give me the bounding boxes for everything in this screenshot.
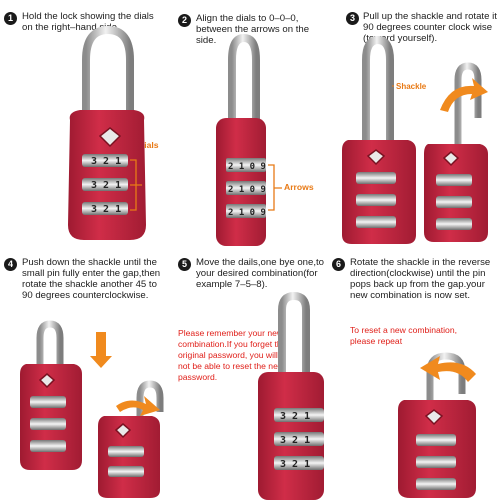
lock-2: 2 1 0 9 2 1 0 9 2 1 0 9	[216, 33, 282, 246]
lock-3a-dial-2	[356, 194, 396, 206]
lock-4a-shackle	[36, 320, 64, 368]
lock-4a	[20, 320, 112, 470]
lock-1-shackle	[82, 25, 134, 125]
lock-6-dial-3	[416, 478, 456, 490]
rotate-arrow-icon	[116, 396, 160, 416]
lock-1-dial-1	[82, 154, 128, 167]
lock-5-dial-digits-3: 3 2 1	[280, 459, 310, 470]
lock-6-body	[398, 400, 476, 498]
step-5-text: Move the dails,one bye one,to your desir…	[196, 257, 325, 290]
lock-3b-dial-2	[436, 196, 472, 208]
step-5-number: 5	[178, 258, 191, 271]
lock-2-shackle	[228, 33, 260, 128]
lock-3b-dial-3	[436, 218, 472, 230]
lock-3a-shackle	[362, 35, 394, 148]
step-3-number: 3	[346, 12, 359, 25]
lock-3b-dial-1	[436, 174, 472, 186]
lock-4b-shackle	[136, 380, 164, 420]
lock-4a-dial-2	[30, 418, 66, 430]
lock-5-dial-3	[274, 456, 324, 470]
dials-bracket	[130, 159, 142, 211]
down-arrow-icon	[90, 332, 112, 368]
step-6-text: Rotate the shackle in the reverse direct…	[350, 257, 491, 301]
tsa-diamond-icon	[366, 149, 386, 166]
arrows-bracket	[268, 164, 282, 211]
dials-label: Dials	[138, 140, 159, 150]
lock-1-dial-2	[82, 178, 128, 191]
lock-4a-dial-3	[30, 440, 66, 452]
shackle-label: Shackle	[396, 82, 427, 91]
lock-5-dial-digits-2: 3 2 1	[280, 435, 310, 446]
step-2-number: 2	[178, 14, 191, 27]
rotate-back-arrow-icon	[420, 356, 476, 382]
rotate-arrow-icon	[440, 78, 488, 112]
lock-2-dial-3	[226, 204, 266, 218]
tsa-diamond-icon	[114, 423, 132, 439]
lock-6-dial-2	[416, 456, 456, 468]
lock-4b	[98, 380, 164, 498]
lock-2-dial-digits-3: 2 1 0 9	[228, 208, 266, 218]
tsa-diamond-icon	[424, 409, 444, 426]
lock-5-dial-2	[274, 432, 324, 446]
tsa-diamond-icon	[98, 127, 122, 148]
lock-1-dial-digits-2: 3 2 1	[91, 180, 121, 191]
lock-2-dial-2	[226, 181, 266, 195]
step-1-number: 1	[4, 12, 17, 25]
lock-4b-dial-2	[108, 466, 144, 477]
lock-1-dial-digits-3: 3 2 1	[91, 204, 121, 215]
lock-4b-dial-1	[108, 446, 144, 457]
lock-2-dial-1	[226, 158, 266, 172]
step-2-text: Align the dials to 0–0–0, between the ar…	[196, 13, 310, 46]
lock-3a-dial-1	[356, 172, 396, 184]
step-1-text: Hold the lock showing the dials on the r…	[22, 11, 154, 33]
step-3-text: Pull up the shackle and rotate it 90 deg…	[363, 11, 497, 44]
lock-1-dial-digits-1: 3 2 1	[91, 156, 121, 167]
lock-3b	[424, 62, 488, 242]
remember-note: Please remember your new combination.If …	[178, 328, 287, 382]
step-4-text: Push down the shackle until the small pi…	[22, 257, 161, 301]
lock-2-dial-digits-2: 2 1 0 9	[228, 185, 266, 195]
tsa-diamond-icon	[442, 151, 460, 167]
step-4-number: 4	[4, 258, 17, 271]
lock-5-dial-1	[274, 408, 324, 422]
lock-5-dial-digits-1: 3 2 1	[280, 411, 310, 422]
lock-5-shackle	[278, 291, 310, 378]
lock-3b-shackle	[454, 62, 482, 152]
lock-6	[398, 352, 476, 498]
step-6-number: 6	[332, 258, 345, 271]
tsa-diamond-icon	[38, 373, 56, 389]
arrows-label: Arrows	[284, 182, 314, 192]
reset-note: To reset a new combination, please repea…	[350, 325, 458, 346]
lock-3a	[342, 35, 416, 244]
lock-3a-dial-3	[356, 216, 396, 228]
lock-1-dial-3	[82, 202, 128, 215]
lock-5: 3 2 1 3 2 1 3 2 1	[258, 291, 324, 500]
lock-3b-body	[424, 144, 488, 242]
lock-4a-dial-1	[30, 396, 66, 408]
lock-2-dial-digits-1: 2 1 0 9	[228, 162, 266, 172]
lock-6-dial-1	[416, 434, 456, 446]
lock-1: 3 2 1 3 2 1 3 2 1	[68, 25, 146, 240]
